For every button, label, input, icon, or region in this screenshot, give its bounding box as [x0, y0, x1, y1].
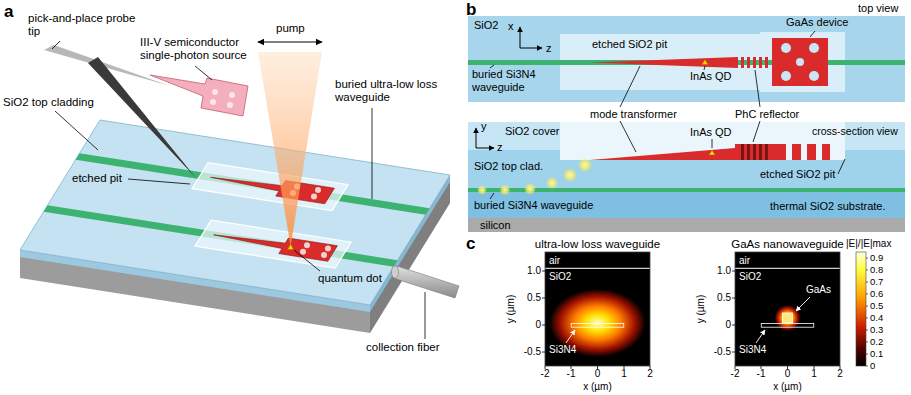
tick-label: 2: [647, 368, 653, 380]
axis-label: y (µm): [695, 295, 707, 324]
callout-label: top view: [858, 2, 898, 15]
tick-label: 1: [811, 368, 817, 380]
tick-label: -2: [731, 368, 740, 380]
axis-label: x: [508, 20, 514, 33]
tick-label: 0.3: [870, 325, 883, 336]
callout-label: InAs QD: [690, 70, 732, 83]
tick-label: 0: [535, 319, 541, 331]
axis-label: x (µm): [773, 381, 802, 393]
tick-label: 1.0: [527, 265, 541, 277]
callout-label: air: [739, 255, 750, 267]
plot-title: ultra-low loss waveguide: [535, 238, 660, 251]
plot-title: GaAs nanowaveguide: [731, 238, 844, 251]
callout-label: SiO2 cover: [505, 125, 559, 138]
callout-label: PhC reflector: [735, 108, 799, 121]
tick-label: 0: [725, 319, 731, 331]
callout-label: etched pit: [72, 172, 122, 185]
callout-label: collection fiber: [366, 341, 440, 354]
callout-label: quantum dot: [318, 272, 382, 285]
tick-label: -1: [567, 368, 576, 380]
tick-label: 1.0: [717, 265, 731, 277]
callout-label: GaAs: [806, 284, 831, 296]
tick-label: 0: [595, 368, 601, 380]
tick-label: 0.5: [527, 292, 541, 304]
tick-label: 0: [870, 361, 875, 372]
callout-label: buried Si3N4 waveguide: [472, 68, 552, 93]
callout-label: cross-section view: [812, 125, 898, 137]
callout-label: pick-and-place probe tip: [28, 12, 138, 38]
callout-label: GaAs device: [786, 16, 848, 29]
tick-label: 0.8: [870, 265, 883, 276]
tick-label: 0.4: [870, 313, 883, 324]
callout-label: thermal SiO2 substrate.: [770, 200, 886, 213]
callout-label: |E|/|E|max: [846, 238, 891, 250]
callout-label: SiO2 top clad.: [474, 160, 543, 173]
callout-label: etched SiO2 pit: [760, 168, 835, 181]
axis-label: z: [546, 42, 552, 55]
panel-letter: b: [466, 0, 476, 20]
callout-label: SiO2: [549, 271, 571, 283]
tick-label: 0.1: [870, 349, 883, 360]
tick-label: 0.2: [870, 337, 883, 348]
axis-label: z: [497, 141, 503, 154]
tick-label: 0.6: [870, 289, 883, 300]
callout-label: SiO2 top cladding: [3, 96, 94, 109]
panel-letter: a: [4, 2, 13, 22]
tick-label: -2: [541, 368, 550, 380]
tick-label: 1: [621, 368, 627, 380]
tick-label: -1: [757, 368, 766, 380]
callout-label: III-V semiconductor single-photon source: [140, 36, 265, 62]
callout-label: Si3N4: [739, 344, 766, 356]
axis-label: y (µm): [505, 295, 517, 324]
tick-label: 2: [837, 368, 843, 380]
callout-label: silicon: [480, 219, 511, 232]
axis-label: x (µm): [583, 381, 612, 393]
callout-label: InAs QD: [690, 126, 732, 139]
callout-label: Si3N4: [549, 344, 576, 356]
tick-label: 0.5: [717, 292, 731, 304]
tick-label: 0: [785, 368, 791, 380]
callout-label: etched SiO2 pit: [592, 38, 667, 51]
axis-label: y: [481, 120, 487, 133]
tick-label: -0.5: [524, 346, 541, 358]
callout-label: buried ultra-low loss waveguide: [335, 78, 453, 104]
tick-label: 0.9: [870, 253, 883, 264]
callout-label: pump: [276, 22, 305, 35]
callout-label: SiO2: [739, 271, 761, 283]
callout-label: air: [549, 255, 560, 267]
tick-label: 0.5: [870, 301, 883, 312]
tick-label: 0.7: [870, 277, 883, 288]
tick-label: -0.5: [714, 346, 731, 358]
callout-label: mode transformer: [590, 108, 677, 121]
callout-label: SiO2: [474, 19, 498, 32]
panel-letter: c: [466, 234, 475, 254]
callout-label: buried Si3N4 waveguide: [474, 199, 593, 212]
